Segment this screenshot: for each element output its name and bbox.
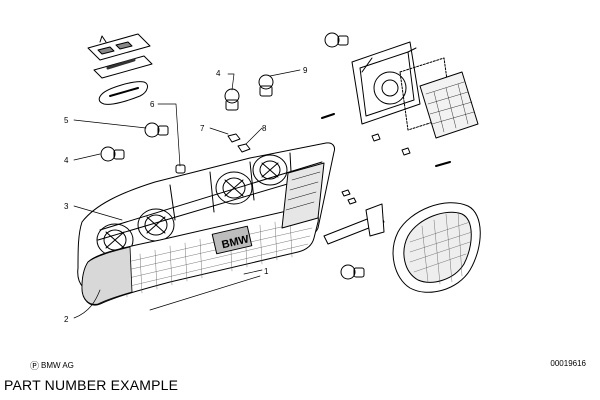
leader-lines (73, 69, 301, 319)
callout-labels: 1 2 3 4 4 5 6 7 8 9 (64, 66, 308, 324)
reflector-cup (252, 154, 288, 186)
diagram-code: 00019616 (550, 359, 586, 368)
reflector-cup (215, 171, 253, 205)
bulb-fog-lamp (340, 264, 365, 280)
callout-7: 7 (200, 124, 205, 133)
caption: PART NUMBER EXAMPLE (4, 377, 179, 393)
tail-light-lens: BMW (81, 207, 319, 306)
copyright-icon: Ⓟ (30, 361, 40, 371)
bulb-6 (175, 164, 186, 174)
copyright-text: BMW AG (41, 361, 74, 370)
screws-right (321, 113, 451, 167)
lens-cap (98, 81, 148, 105)
callout-4-upper: 4 (216, 69, 221, 78)
gasket-plate (93, 55, 153, 79)
side-reflector-segment (281, 162, 325, 229)
rear-light-lens (419, 71, 479, 139)
callout-8: 8 (262, 124, 267, 133)
bulb-4-lower (100, 146, 125, 162)
bulb-4-upper (224, 88, 240, 111)
bulb-holder-plate (87, 33, 151, 61)
callout-5: 5 (64, 116, 69, 125)
callout-9: 9 (303, 66, 308, 75)
bulb-5 (144, 122, 169, 138)
callout-3: 3 (64, 202, 69, 211)
nut-8 (237, 143, 251, 153)
nut-7 (227, 133, 241, 143)
bulb-9 (258, 74, 274, 97)
bulb-top-right (324, 32, 349, 48)
bulbs (100, 32, 365, 280)
bmw-badge (211, 225, 253, 255)
fog-lamp (392, 202, 481, 293)
exploded-parts-diagram: BMW (64, 32, 481, 324)
callout-4-lower: 4 (64, 156, 69, 165)
callout-2: 2 (64, 315, 69, 324)
copyright-notice: Ⓟ BMW AG (30, 359, 74, 372)
callout-6: 6 (150, 100, 155, 109)
mounting-bracket (323, 189, 385, 245)
callout-1: 1 (264, 267, 269, 276)
rear-light-housing (351, 41, 421, 125)
bulb-holder-stack (87, 33, 153, 105)
